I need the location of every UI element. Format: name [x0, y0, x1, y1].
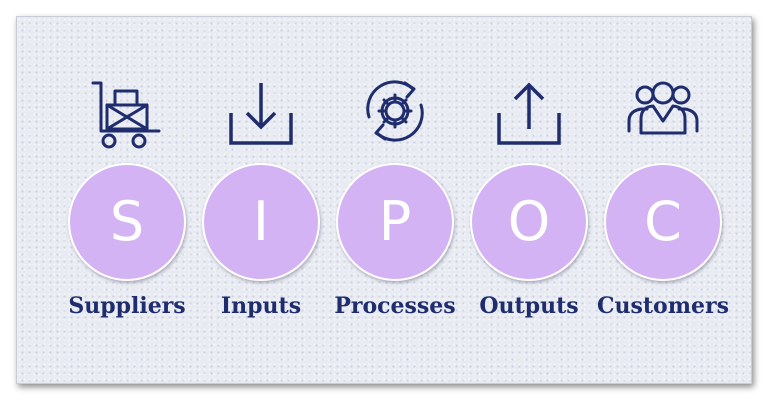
letter-circle: O — [470, 163, 588, 281]
step-customers: C Customers — [593, 17, 733, 383]
step-label: Processes — [334, 293, 456, 319]
step-label: Inputs — [220, 293, 302, 319]
step-letter: I — [253, 190, 269, 253]
download-tray-icon — [219, 69, 303, 153]
letter-circle: S — [68, 163, 186, 281]
people-group-icon — [621, 69, 705, 153]
step-suppliers: S Suppliers — [57, 17, 197, 383]
step-letter: C — [644, 190, 682, 253]
letter-circle: I — [202, 163, 320, 281]
gear-cycle-icon — [353, 69, 437, 153]
step-label: Customers — [597, 293, 729, 319]
step-inputs: I Inputs — [191, 17, 331, 383]
letter-circle: C — [604, 163, 722, 281]
step-outputs: O Outputs — [459, 17, 599, 383]
upload-tray-icon — [487, 69, 571, 153]
sipoc-diagram: S Suppliers I Inputs — [16, 16, 752, 384]
hand-truck-icon — [85, 69, 169, 153]
step-letter: P — [378, 190, 412, 253]
step-letter: S — [109, 190, 145, 253]
step-label: Outputs — [479, 293, 579, 319]
step-processes: P Processes — [325, 17, 465, 383]
step-letter: O — [507, 190, 551, 253]
letter-circle: P — [336, 163, 454, 281]
step-label: Suppliers — [68, 293, 186, 319]
